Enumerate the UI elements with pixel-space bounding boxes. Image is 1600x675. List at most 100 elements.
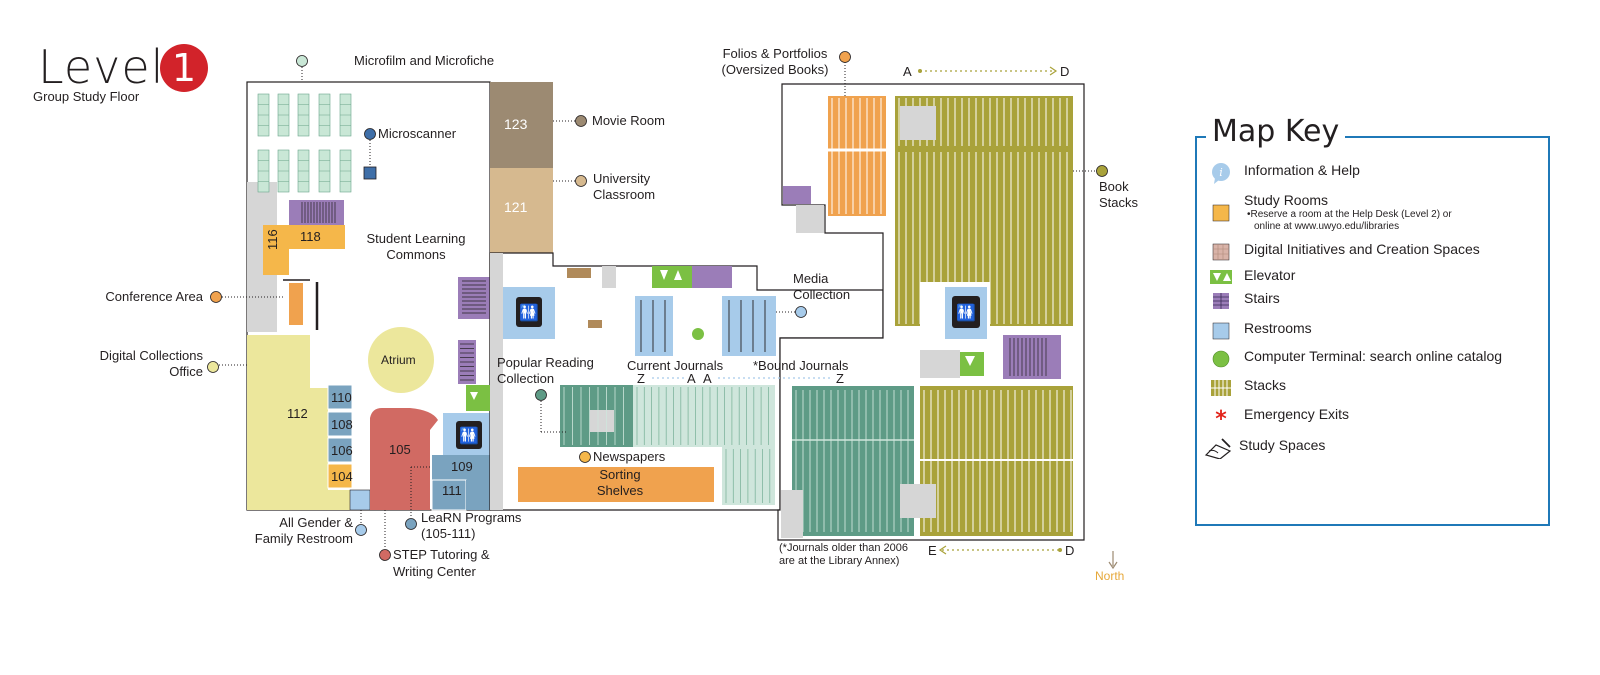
stairs-icon — [1210, 290, 1232, 312]
range-top-a: A — [903, 64, 912, 79]
microscanner-label: Microscanner — [378, 126, 457, 141]
digital-collections-label-2: Office — [169, 364, 203, 379]
step-tutoring-label-2: Writing Center — [393, 564, 476, 579]
elevator-west — [466, 385, 490, 411]
elevator-center-arrow-up — [674, 270, 682, 280]
key-label-emergency-exits: Emergency Exits — [1244, 406, 1350, 422]
key-item-restrooms: Restrooms — [1210, 320, 1312, 342]
annex-note-1: (*Journals older than 2006 — [779, 542, 909, 554]
callouts — [207, 51, 1118, 570]
computer-terminal-icon — [1210, 348, 1232, 370]
key-item-study-rooms: Study Rooms •Reserve a room at the Help … — [1210, 192, 1452, 233]
range-arrow-top-head — [1049, 66, 1058, 76]
university-classroom-label-2: Classroom — [593, 187, 656, 202]
book-stacks-label-2: Stacks — [1099, 195, 1139, 210]
key-label-restrooms: Restrooms — [1244, 320, 1312, 336]
svg-text:i: i — [1219, 166, 1223, 179]
computer-terminal-center — [692, 328, 704, 340]
restroom-east-icon — [952, 296, 980, 328]
digital-initiatives-center — [588, 320, 602, 328]
bound-journals-shelf — [722, 296, 776, 356]
room-110 — [327, 384, 353, 410]
room-123 — [490, 82, 553, 168]
emergency-exit-icon: * — [1210, 406, 1232, 432]
journal-shelf-lines — [640, 300, 766, 352]
room-108-label: 108 — [331, 417, 353, 432]
range-bottom-e: E — [928, 543, 937, 558]
learn-programs-label-1: LeaRN Programs — [421, 510, 522, 525]
stairs-northeast — [783, 186, 811, 204]
key-note-study-rooms-2: online at www.uwyo.edu/libraries — [1254, 221, 1400, 232]
stacks-column-south-overlay — [900, 484, 936, 518]
east-stair-landing — [796, 205, 824, 233]
microfilm-cabinets — [257, 93, 352, 193]
key-label-elevator: Elevator — [1244, 267, 1296, 283]
journals-south-block — [633, 385, 775, 447]
digital-collections-label-1: Digital Collections — [99, 348, 203, 363]
stacks-south-lines — [900, 390, 1073, 532]
annex-note-2: are at the Library Annex) — [779, 555, 900, 567]
range-bj-a: A — [703, 371, 712, 386]
folios-shelves — [828, 96, 886, 216]
stairs-center-block — [458, 277, 490, 319]
restroom-east-glyph: 🚻 — [956, 303, 976, 322]
key-item-stacks: Stacks — [1210, 377, 1286, 399]
digital-initiatives-top — [567, 268, 591, 278]
atrium-label: Atrium — [381, 353, 416, 367]
media-collection-label-2: Collection — [793, 287, 851, 302]
stairs-118-block — [289, 200, 344, 225]
room-106 — [327, 437, 353, 463]
level-number-badge: 1 — [160, 44, 208, 92]
elevator-east-arrow — [965, 356, 975, 366]
key-label-study-rooms: Study Rooms — [1244, 192, 1329, 208]
room-108 — [327, 411, 353, 437]
step-tutoring-label-1: STEP Tutoring & — [393, 547, 490, 562]
bound-journals-label: *Bound Journals — [753, 358, 849, 373]
north-arrow-label: North — [1095, 569, 1125, 583]
room-111 — [431, 479, 467, 511]
range-bottom-d: D — [1065, 543, 1075, 558]
slc-label-2: Commons — [386, 247, 446, 262]
key-item-study-spaces: Study Spaces — [1204, 437, 1326, 460]
restroom-south-glyph: 🚻 — [459, 426, 479, 445]
room-112 — [247, 335, 350, 510]
popular-reading-desk — [590, 410, 614, 432]
key-label-digital-initiatives: Digital Initiatives and Creation Spaces — [1244, 241, 1480, 257]
room-112-label: 112 — [287, 406, 308, 421]
room-104 — [327, 463, 353, 489]
room-118-label: 118 — [300, 229, 321, 244]
room-118 — [287, 225, 345, 249]
sorting-shelves — [518, 467, 714, 502]
room-121-label: 121 — [504, 199, 528, 215]
atrium — [368, 327, 434, 393]
elevator-west-arrow — [470, 392, 478, 400]
info-icon: i — [1210, 162, 1232, 184]
map-key-panel — [1195, 136, 1550, 526]
stacks-icon — [1210, 377, 1232, 399]
stacks-column-north-overlay — [900, 106, 936, 140]
room-109 — [432, 455, 490, 480]
key-note-study-rooms-1: •Reserve a room at the Help Desk (Level … — [1247, 209, 1452, 220]
room-110-label: 110 — [331, 390, 352, 405]
room-109-label: 109 — [451, 459, 473, 474]
key-item-stairs: Stairs — [1210, 290, 1280, 312]
sorting-shelves-label-1: Sorting — [599, 467, 641, 482]
learn-programs-label-2: (105-111) — [421, 526, 476, 541]
key-label-study-spaces: Study Spaces — [1239, 437, 1326, 453]
elevator-icon — [1210, 267, 1232, 289]
popular-reading-label-1: Popular Reading — [497, 355, 594, 370]
range-bj-z: Z — [836, 371, 844, 386]
slc-label-1: Student Learning — [366, 231, 466, 246]
stairs-east — [1003, 335, 1061, 379]
room-105 — [370, 408, 438, 510]
media-collection-label-1: Media — [793, 271, 829, 286]
restroom-south-icon — [456, 421, 482, 449]
elevator-east — [960, 352, 984, 376]
microfilm-label: Microfilm and Microfiche — [354, 53, 495, 68]
newspapers-label: Newspapers — [593, 449, 666, 464]
room-111-label: 111 — [442, 483, 462, 498]
range-cj-a: A — [687, 371, 696, 386]
restroom-icon — [1210, 320, 1232, 342]
svg-text:*: * — [1215, 407, 1227, 428]
journals-south-block-2 — [722, 447, 775, 505]
